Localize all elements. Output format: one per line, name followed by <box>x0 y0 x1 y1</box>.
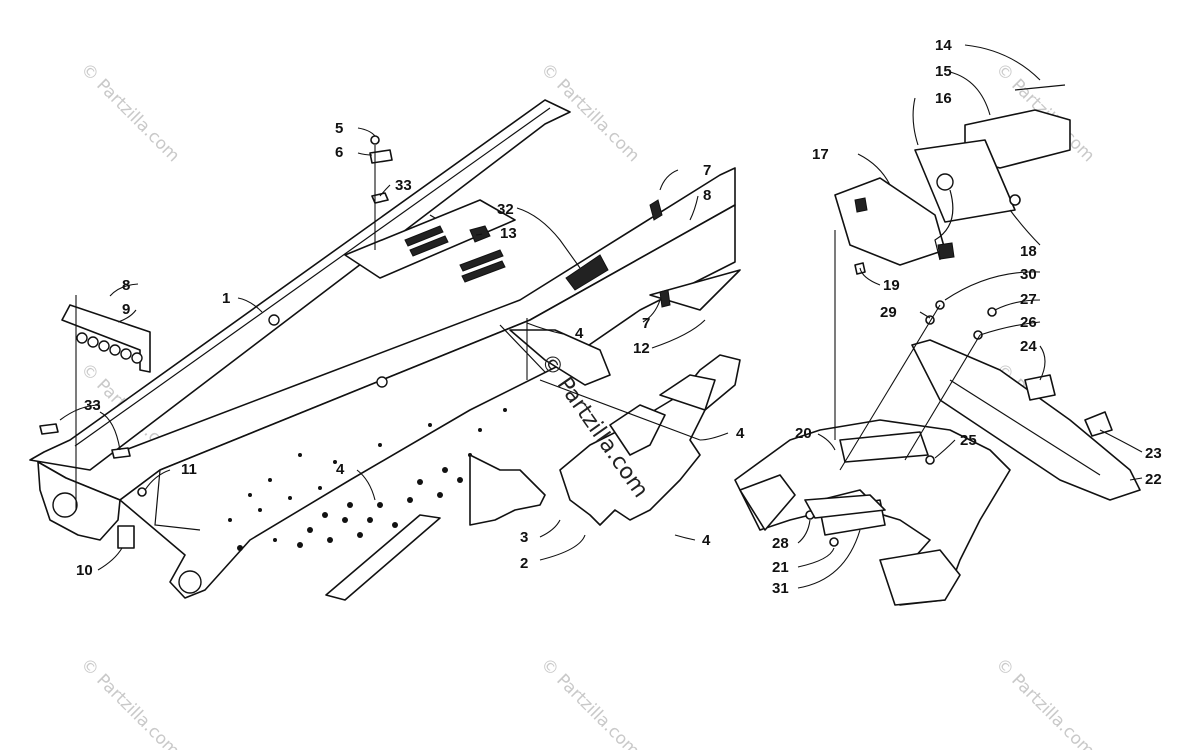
tunnel-holes <box>228 408 507 551</box>
callout-4-b: 4 <box>736 425 745 442</box>
callout-13: 13 <box>500 225 517 242</box>
callout-7-a: 7 <box>703 162 711 179</box>
part-9-bracket <box>61 304 151 373</box>
part-33-decal-a <box>371 192 389 204</box>
part-12-bolt <box>659 289 671 308</box>
callout-7-b: 7 <box>642 315 650 332</box>
part-10-clip <box>117 525 135 549</box>
callout-12: 12 <box>633 340 650 357</box>
callout-18: 18 <box>1020 243 1037 260</box>
part-12-decal <box>649 269 741 311</box>
leader-lines <box>59 44 1143 589</box>
callout-15: 15 <box>935 63 952 80</box>
callout-27: 27 <box>1020 291 1037 308</box>
callout-4-d: 4 <box>702 532 711 549</box>
callout-33-a: 33 <box>395 177 412 194</box>
callout-31: 31 <box>772 580 789 597</box>
callout-1: 1 <box>222 290 230 307</box>
part-33-decal-b <box>39 423 59 435</box>
watermark-bottom-left: © Partzilla.com <box>76 654 183 750</box>
callout-21: 21 <box>772 559 789 576</box>
callout-22: 22 <box>1145 471 1162 488</box>
part-7-bolt <box>649 199 663 221</box>
callout-14: 14 <box>935 37 952 54</box>
callout-24: 24 <box>1020 338 1037 355</box>
callout-9: 9 <box>122 301 130 318</box>
callout-32: 32 <box>497 201 514 218</box>
callout-29: 29 <box>880 304 897 321</box>
callout-30: 30 <box>1020 266 1037 283</box>
callout-17: 17 <box>812 146 829 163</box>
callout-16: 16 <box>935 90 952 107</box>
callout-20: 20 <box>795 425 812 442</box>
tail-light-assembly <box>834 84 1071 275</box>
part-32-decal <box>565 254 609 291</box>
snow-flap-assembly <box>469 329 741 526</box>
part-11-screw <box>137 487 147 497</box>
callout-2: 2 <box>520 555 528 572</box>
callout-10: 10 <box>76 562 93 579</box>
callout-33-b: 33 <box>84 397 101 414</box>
rear-section-assembly <box>734 339 1141 606</box>
part-6-plate <box>369 149 393 164</box>
part-33-decal-c <box>111 447 131 459</box>
watermark-bottom-right: © Partzilla.com <box>991 654 1098 750</box>
callout-25: 25 <box>960 432 977 449</box>
callout-6: 6 <box>335 144 343 161</box>
part-25-nut <box>925 455 935 465</box>
part-21-bolt <box>829 537 839 547</box>
callout-26: 26 <box>1020 314 1037 331</box>
callout-4-a: 4 <box>575 325 584 342</box>
callout-4-c: 4 <box>336 461 345 478</box>
callout-8-a: 8 <box>703 187 711 204</box>
callout-11: 11 <box>181 461 197 478</box>
watermark-bottom-center: © Partzilla.com <box>536 654 643 750</box>
part-5-nut <box>370 135 380 145</box>
callout-8-b: 8 <box>122 277 130 294</box>
tunnel-assembly <box>29 99 736 599</box>
rear-bumper-tube <box>325 514 441 601</box>
callout-19: 19 <box>883 277 900 294</box>
part-27-bolt <box>987 307 997 317</box>
callout-labels: 1 2 3 4 4 4 4 5 6 7 7 8 8 9 10 11 12 13 … <box>76 37 1162 597</box>
callout-28: 28 <box>772 535 789 552</box>
watermark-top-left: © Partzilla.com <box>76 59 183 166</box>
callout-5: 5 <box>335 120 343 137</box>
part-31-reflector <box>804 494 886 519</box>
callout-3: 3 <box>520 529 528 546</box>
callout-23: 23 <box>1145 445 1162 462</box>
part-23-decal <box>1084 411 1113 437</box>
